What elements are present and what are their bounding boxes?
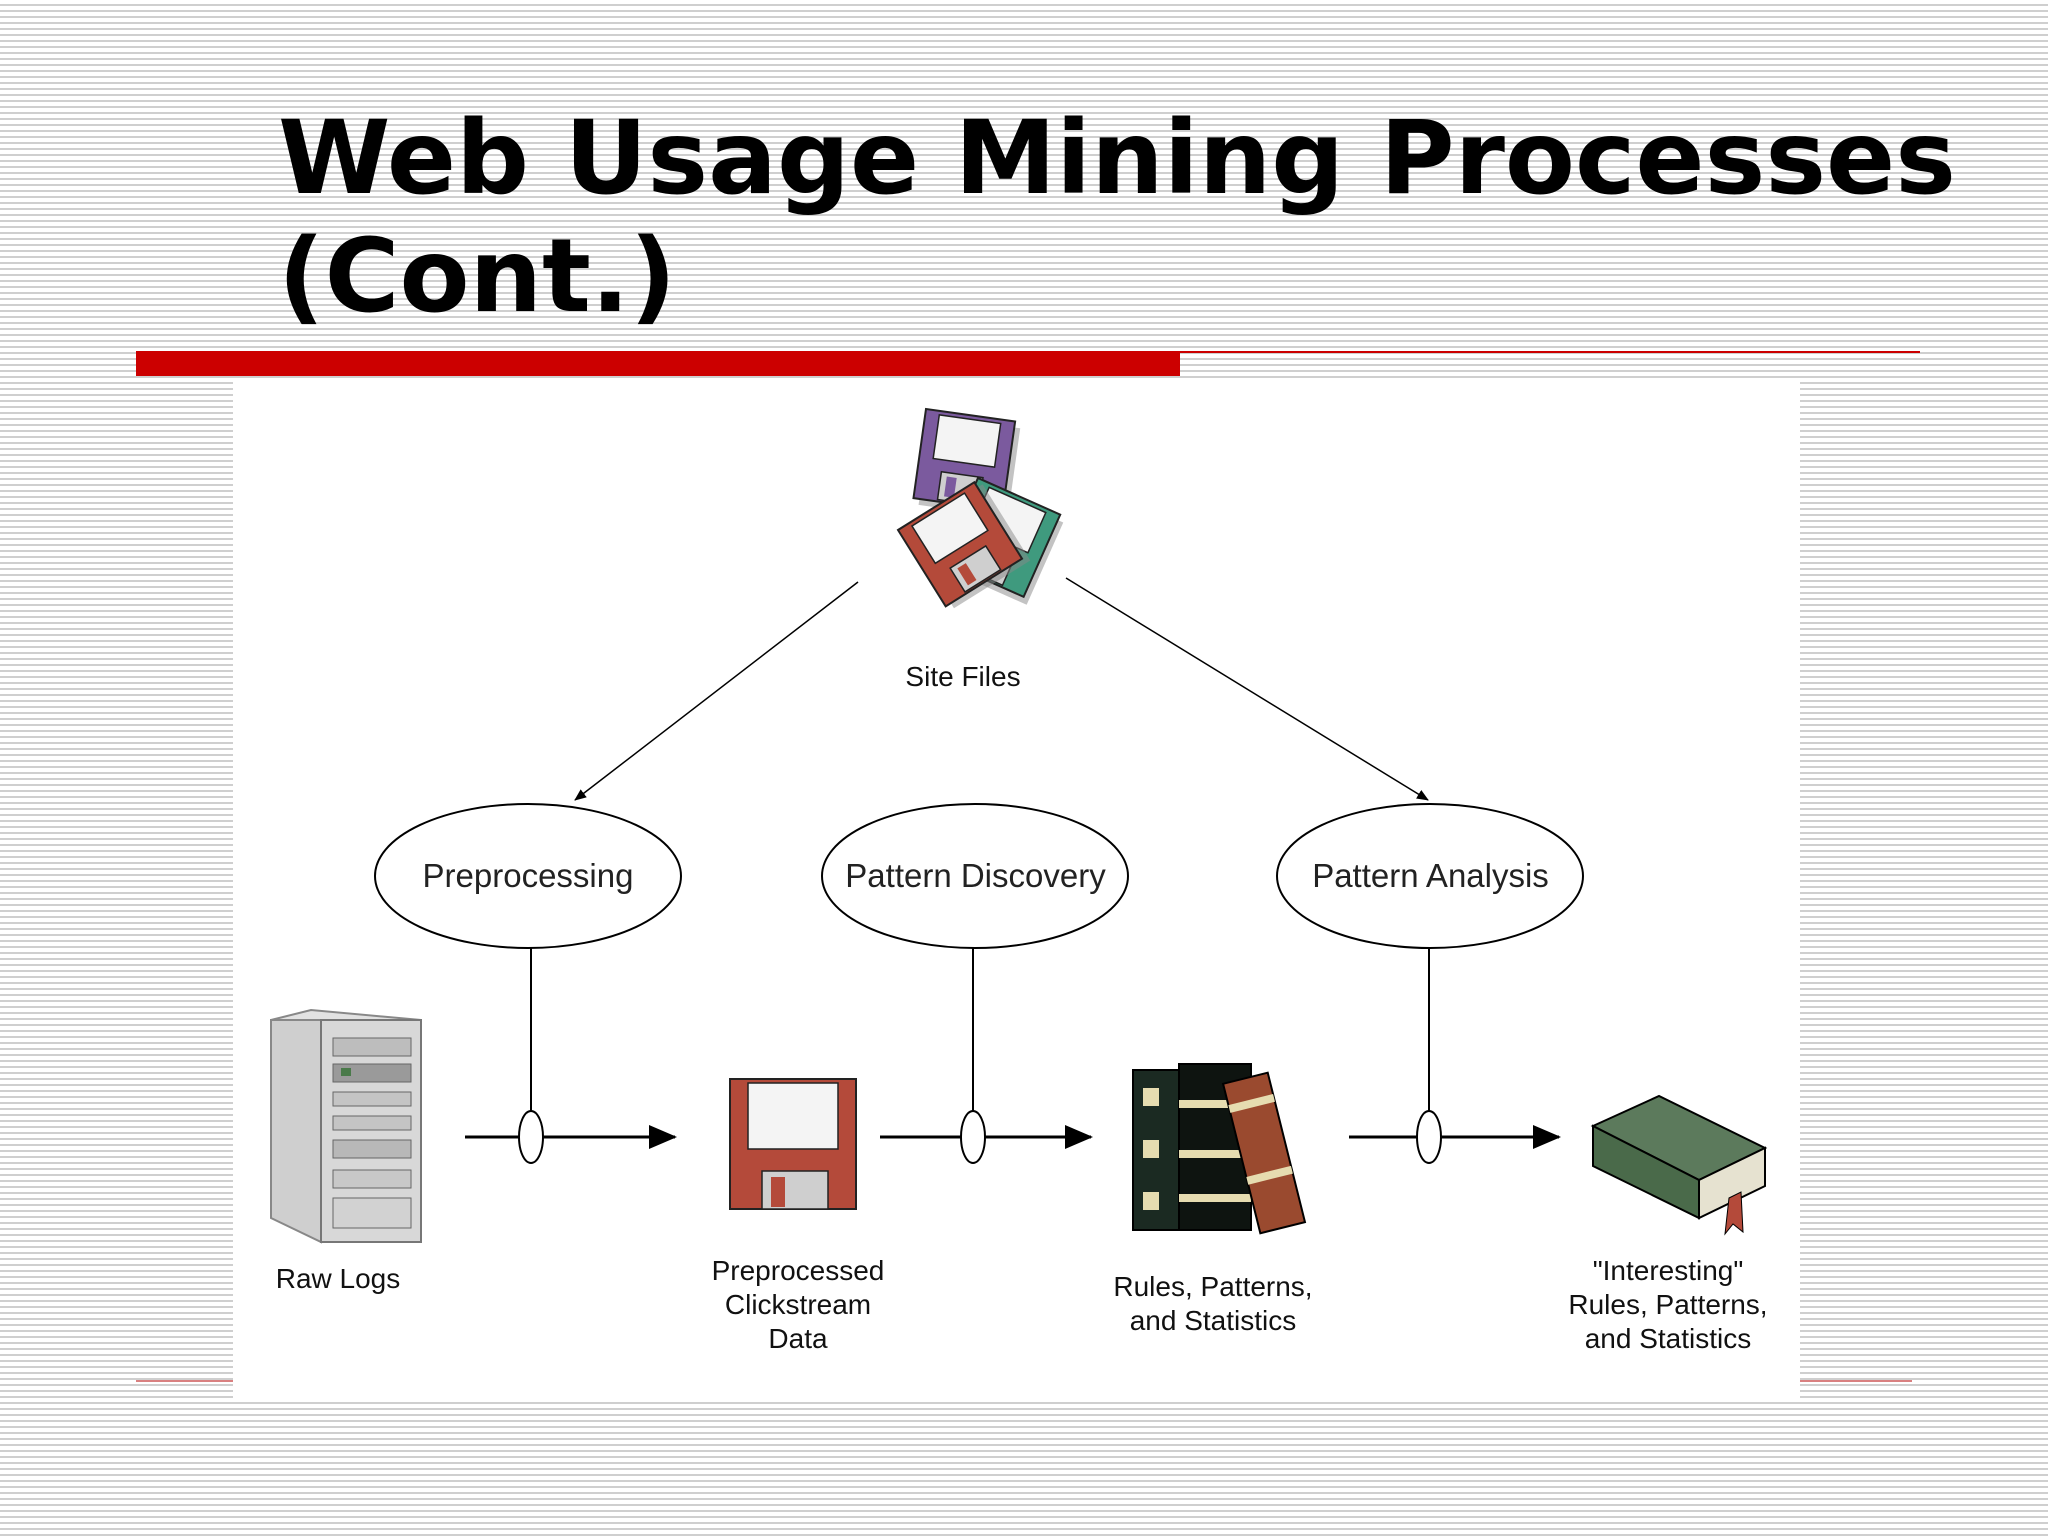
node-preprocessed-clickstream: Preprocessed Clickstream Data	[711, 1255, 885, 1354]
pattern-discovery-ellipse	[821, 803, 1129, 949]
title-thin-rule	[1180, 351, 1920, 353]
stage-pattern-analysis: Pattern Analysis	[1312, 857, 1549, 894]
floppy-disk-icon	[729, 1078, 857, 1210]
diagram-graphics	[270, 407, 1768, 1244]
node-interesting-rules: "Interesting" Rules, Patterns, and Stati…	[1568, 1255, 1768, 1354]
process-diagram: Site Files Preprocessing Pattern Discove…	[233, 380, 1800, 1400]
books-icon	[1132, 1063, 1307, 1235]
arrow-to-preprocessing	[574, 581, 859, 801]
book-icon	[1590, 1094, 1768, 1236]
preprocessing-ellipse	[374, 803, 682, 949]
stage-pattern-discovery: Pattern Discovery	[845, 857, 1106, 894]
node-rules-patterns-statistics: Rules, Patterns, and Statistics	[1113, 1271, 1313, 1336]
server-icon	[270, 1008, 422, 1244]
title-accent-rule	[136, 351, 1180, 376]
stage-preprocessing: Preprocessing	[422, 857, 634, 894]
arrow-to-pattern-analysis	[1065, 577, 1429, 801]
site-files-icon	[896, 407, 1064, 609]
site-files-label: Site Files	[905, 661, 1021, 692]
slide-title: Web Usage Mining Processes (Cont.)	[278, 99, 1956, 336]
footer-rule-left	[136, 1380, 234, 1382]
node-raw-logs: Raw Logs	[275, 1263, 401, 1294]
footer-rule-right	[1800, 1380, 1912, 1382]
